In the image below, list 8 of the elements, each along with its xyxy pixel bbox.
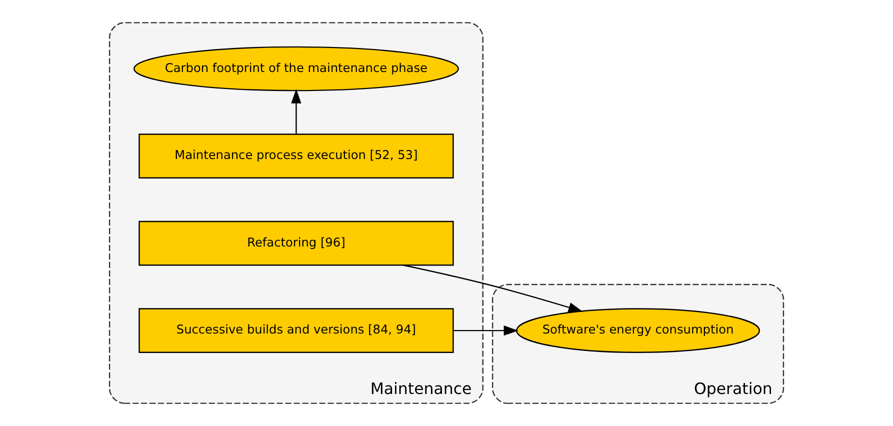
arrow	[453, 325, 518, 336]
node-box: Refactoring [96]	[138, 220, 454, 266]
arrow	[291, 88, 302, 134]
node-box: Maintenance process execution [52, 53]	[138, 134, 454, 178]
node-ellipse: Carbon footprint of the maintenance phase	[133, 46, 459, 92]
arrow	[402, 264, 583, 312]
node-box: Successive builds and versions [84, 94]	[138, 308, 454, 353]
node-ellipse: Software's energy consumption	[516, 308, 760, 353]
